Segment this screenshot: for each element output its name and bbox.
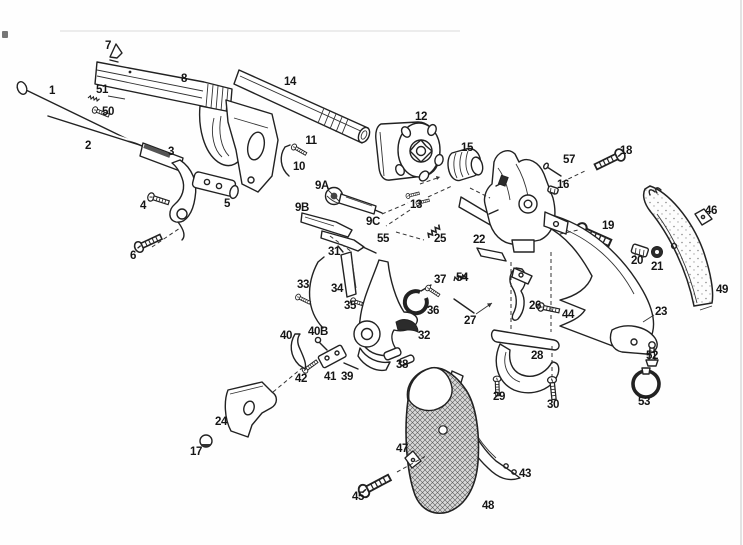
scan-artifact-streak [60,30,460,32]
part-15-bushing [447,147,484,182]
part-33-screw [294,292,312,307]
part-17-nut [199,434,213,448]
part-49-grip-panel [642,185,714,311]
part-51-spring [87,94,126,103]
part-31-hand [337,245,357,298]
part-8-barrel-assembly [94,59,279,193]
part-12-cylinder [375,121,444,185]
part-44-screw [536,301,561,316]
part-55-pin [362,246,377,254]
part-45-screw [355,470,394,501]
scan-artifact-edge [740,0,742,545]
part-11-screw [289,142,309,158]
part-5-plunger [191,171,239,200]
part-37-screw [423,283,442,299]
frame-assembly [458,150,556,253]
scan-artifact-speck [2,31,8,38]
part-14-barrel-tube [233,69,371,144]
part-40-lever [290,333,307,370]
part-54-spring [452,273,469,282]
part-24-plate [224,381,278,438]
part-25-spring [425,223,443,239]
part-30-screw [546,375,560,401]
part-28-trigger-guard [490,329,560,394]
part-32-hammer [353,259,419,372]
part-20-plug [630,243,650,259]
part-53-ring [631,367,661,399]
part-21-washer [651,246,663,258]
part-9a-plunger [324,186,383,215]
part-46-escutcheon [694,208,713,226]
part-26-trigger [509,267,533,321]
part-50-screw [90,105,111,120]
part-16-pin [547,185,559,196]
part-34-spring [308,256,325,329]
part-48-grip [405,366,480,514]
part-10-spring [280,144,291,177]
part-2-rod [47,113,147,148]
part-38-rollers [383,347,415,367]
part-9c-spring [320,230,365,252]
part-23-grip-frame [543,211,658,355]
part-52-stud [645,341,659,367]
alignment-lines [151,169,588,473]
part-27-pin [453,298,493,315]
part-22-wedge [476,247,507,262]
part-40b-pin [314,336,328,351]
part-9b-wedge [300,212,353,238]
part-29-screw [492,375,502,397]
part-57-pin [543,162,562,177]
part-13-screws [405,190,431,207]
part-4-screw [146,191,171,208]
part-39-pin [343,362,359,370]
part-41-block [317,344,347,369]
part-7-front-sight [109,43,123,59]
part-18-screw [592,146,628,174]
part-3-loading-lever [139,142,197,241]
